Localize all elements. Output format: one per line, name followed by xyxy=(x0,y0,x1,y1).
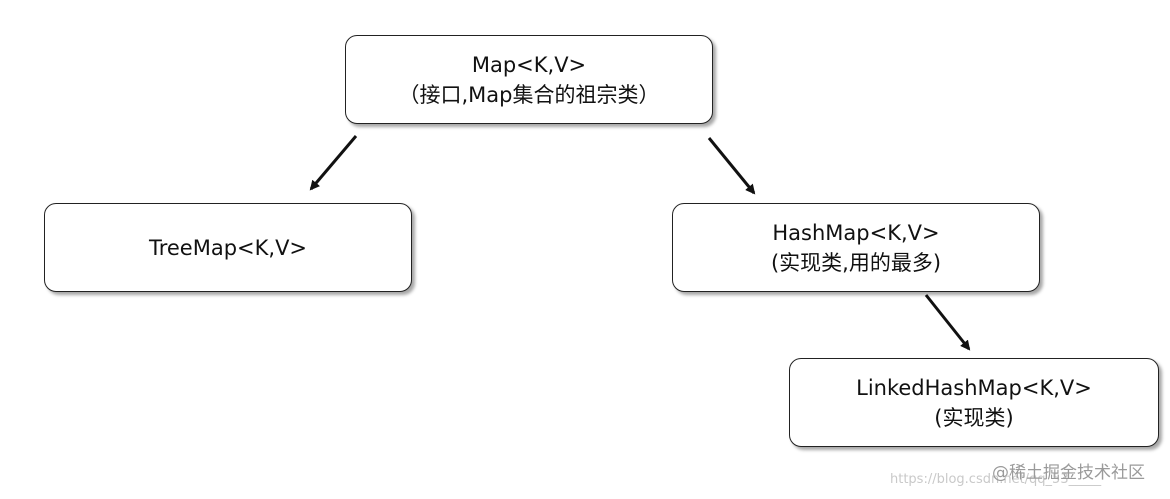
node-map-title: Map<K,V> xyxy=(471,52,587,77)
node-hashmap-title: HashMap<K,V> xyxy=(772,220,940,245)
node-treemap-title: TreeMap<K,V> xyxy=(148,235,308,260)
arrow-hashmap-to-linkedhashmap xyxy=(924,294,971,351)
node-linkedhashmap-title: LinkedHashMap<K,V> xyxy=(856,375,1092,400)
arrow-map-to-hashmap xyxy=(707,137,756,195)
node-hashmap-subtitle: (实现类,用的最多) xyxy=(770,250,942,275)
node-map-subtitle: （接口,Map集合的祖宗类） xyxy=(398,82,660,107)
watermark-community: @稀土掘金技术社区 xyxy=(992,463,1145,483)
node-map-interface: Map<K,V> （接口,Map集合的祖宗类） xyxy=(345,35,713,124)
node-treemap: TreeMap<K,V> xyxy=(44,203,412,292)
arrow-map-to-treemap xyxy=(309,135,358,191)
node-hashmap: HashMap<K,V> (实现类,用的最多) xyxy=(672,203,1040,292)
watermark-url: https://blog.csdn.net/qq_53_____ xyxy=(890,472,1102,487)
node-linkedhashmap-subtitle: (实现类) xyxy=(934,405,1014,430)
node-linkedhashmap: LinkedHashMap<K,V> (实现类) xyxy=(789,358,1159,447)
